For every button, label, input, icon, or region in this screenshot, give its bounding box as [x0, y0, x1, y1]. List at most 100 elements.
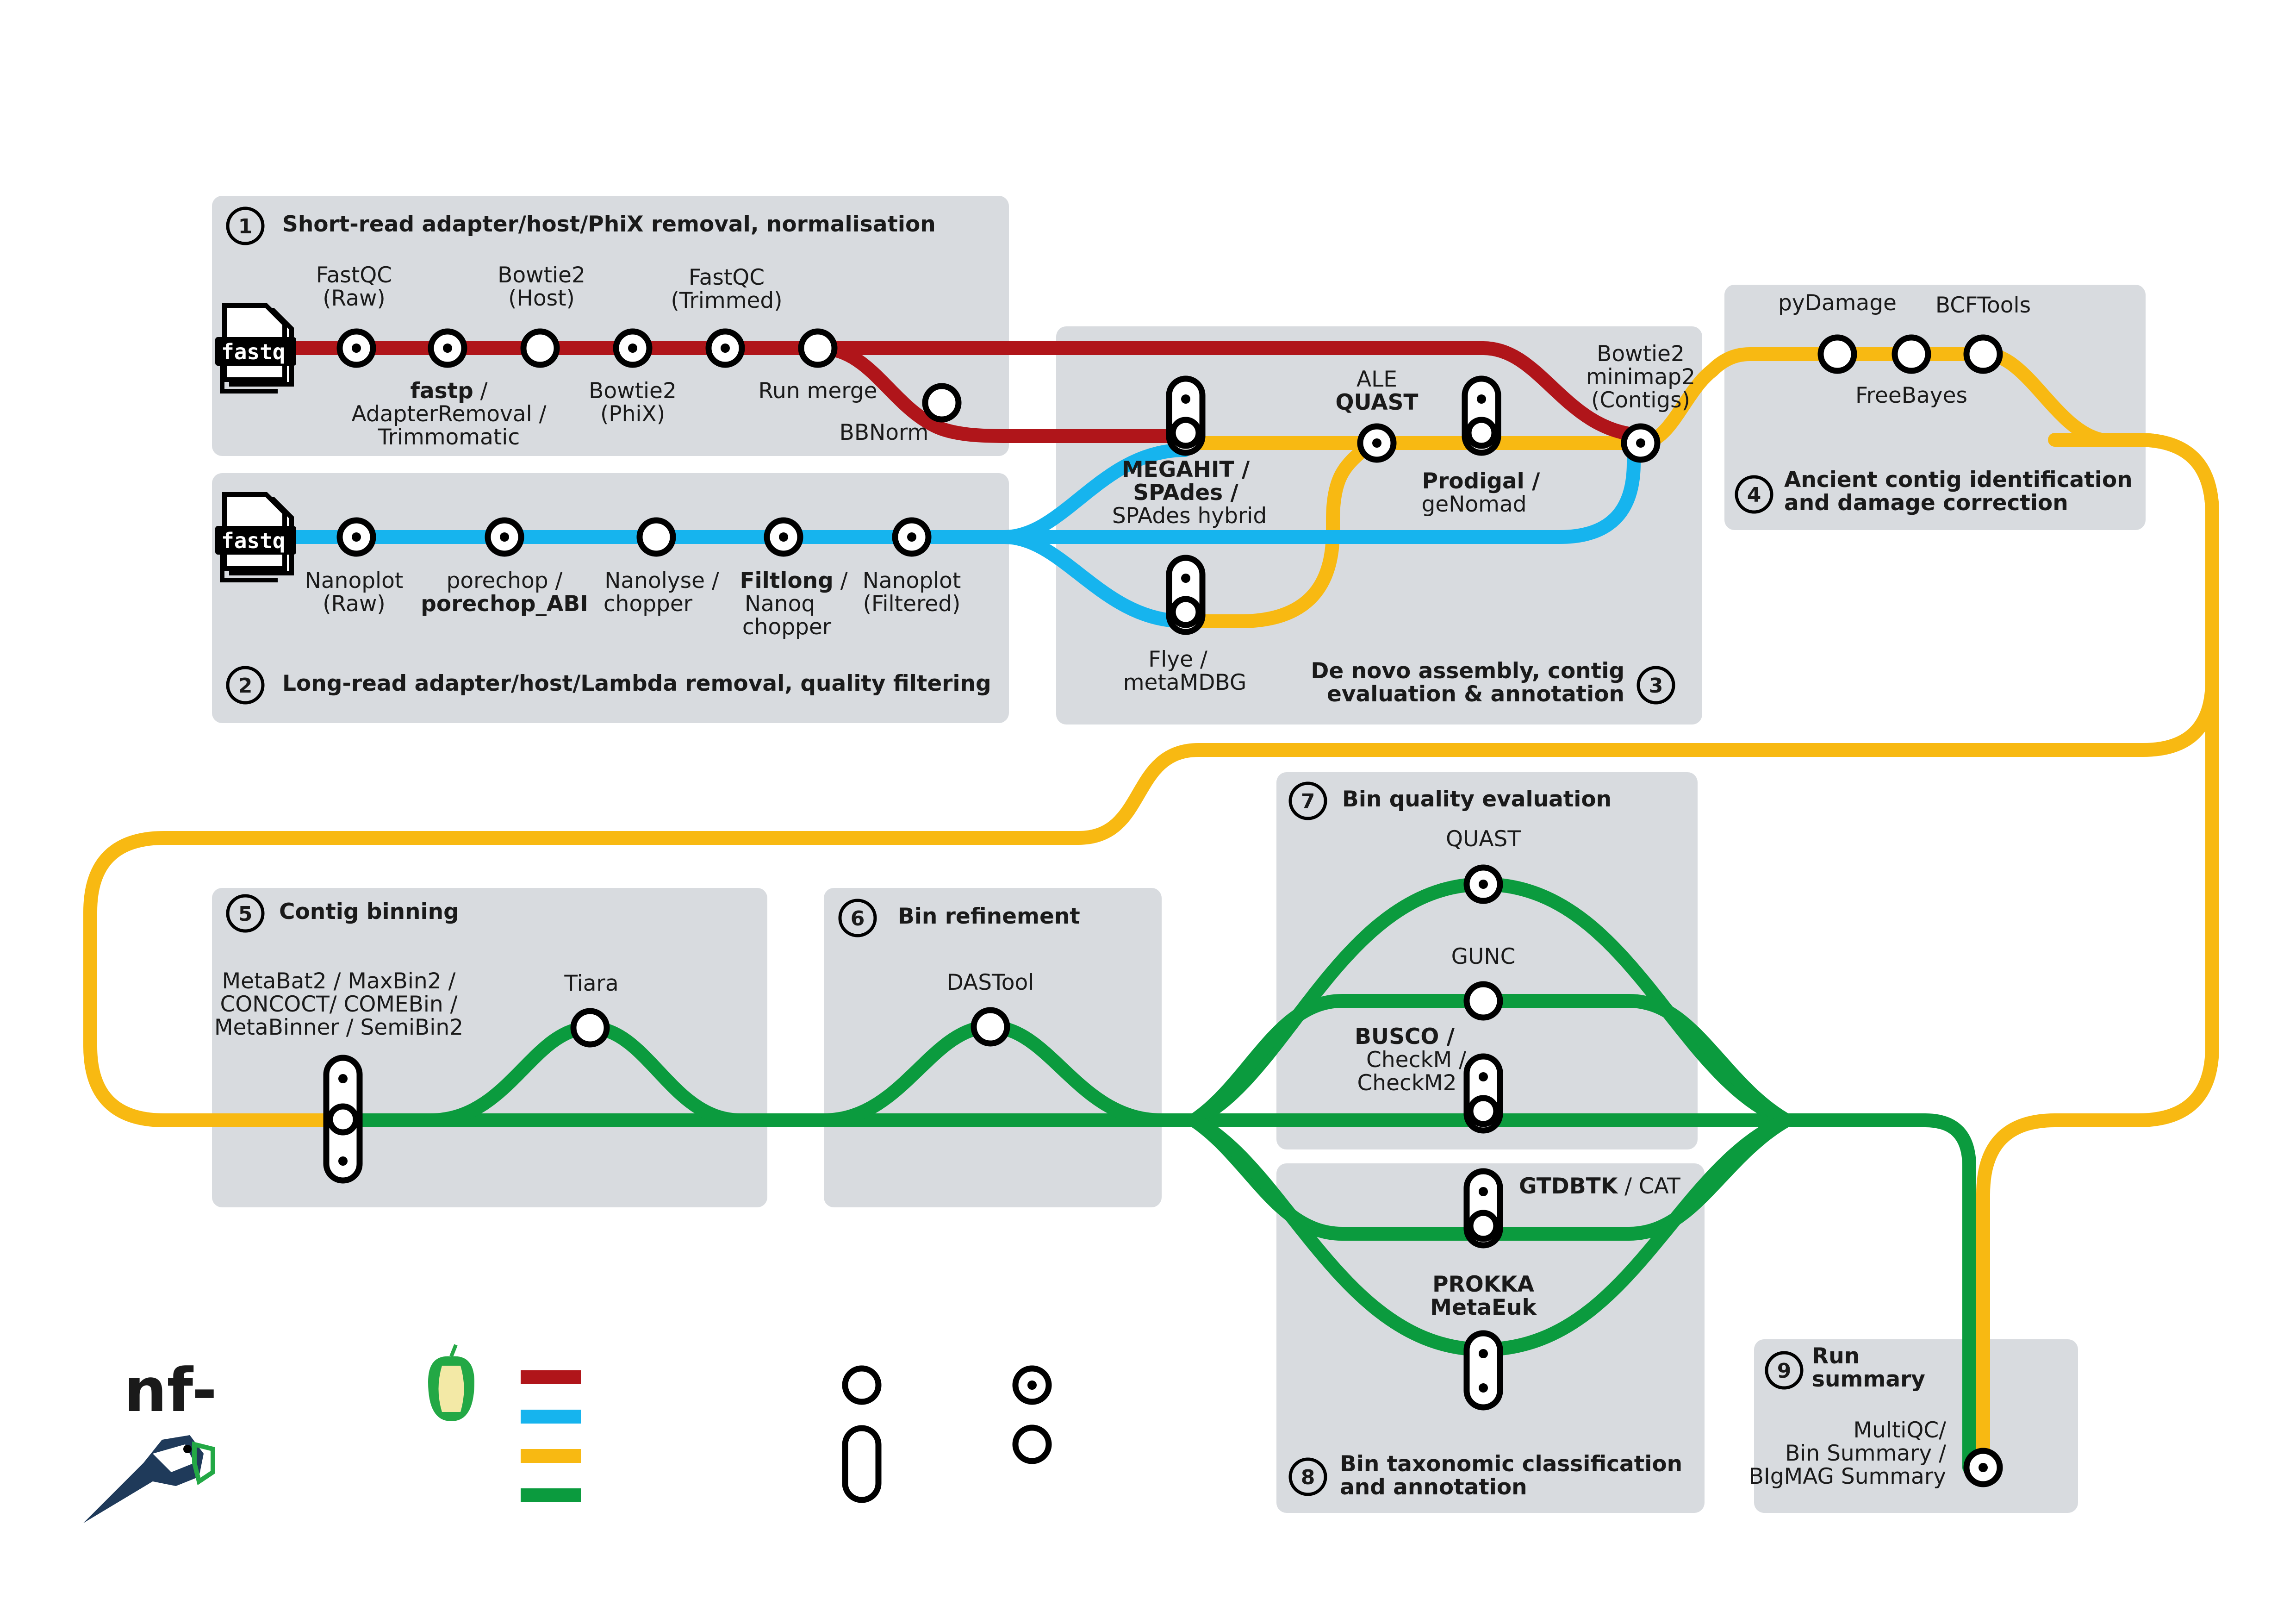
- panel-1-number: 1: [238, 215, 253, 238]
- station-nanoplot-filtered: [892, 517, 932, 557]
- label-run-merge: Run merge: [758, 378, 877, 404]
- panel-1-title: Short-read adapter/host/PhiX removal, no…: [282, 212, 936, 237]
- label-bcftools: BCFTools: [1935, 293, 2031, 318]
- label-filtlong-rest: /: [834, 568, 848, 593]
- panel-6-number: 6: [851, 907, 865, 931]
- station-prokka: [1463, 1330, 1503, 1411]
- label-bowtie2-contigs-3: (Contigs): [1591, 387, 1690, 413]
- station-bcftools: [1963, 334, 2003, 374]
- panel-8-title-line-2: and annotation: [1340, 1474, 1527, 1500]
- label-quast-bins: QUAST: [1446, 826, 1521, 852]
- label-filtlong-3: chopper: [742, 614, 832, 640]
- label-tiara: Tiara: [564, 971, 618, 996]
- label-nanolyse-2: chopper: [604, 591, 693, 617]
- panel-4-title-line-2: and damage correction: [1784, 490, 2068, 516]
- station-pydamage: [1817, 334, 1857, 374]
- station-dastool: [971, 1007, 1010, 1047]
- station-fastqc-raw: [336, 328, 376, 368]
- legend-station-plain-2: [1012, 1424, 1052, 1464]
- station-ale-quast: [1357, 423, 1397, 463]
- station-bowtie2-contigs: [1621, 423, 1661, 463]
- label-nanoplot-filtered-1: Nanoplot: [863, 568, 961, 593]
- label-freebayes: FreeBayes: [1855, 383, 1967, 408]
- station-fastp: [428, 328, 467, 368]
- panel-3-title-line-1: De novo assembly, contig: [1311, 658, 1624, 684]
- panel-2-title: Long-read adapter/host/Lambda removal, q…: [282, 671, 991, 696]
- station-gunc: [1463, 981, 1503, 1021]
- station-run-merge: [798, 328, 838, 368]
- fastq-label-2: fastq: [221, 528, 285, 553]
- label-busco-2: CheckM /: [1366, 1047, 1466, 1073]
- label-multiqc-2: Bin Summary /: [1785, 1441, 1946, 1466]
- label-binners-1: MetaBat2 / MaxBin2 /: [222, 968, 456, 994]
- label-multiqc-1: MultiQC/: [1853, 1418, 1946, 1443]
- label-quast: QUAST: [1336, 390, 1419, 415]
- label-flye-2: metaMDBG: [1123, 670, 1247, 695]
- label-pydamage: pyDamage: [1778, 290, 1897, 316]
- nf-core-logo: nf-: [83, 1355, 217, 1523]
- legend-assembly-swatch: [521, 1449, 581, 1463]
- panel-7-number: 7: [1301, 790, 1315, 813]
- station-labels: FastQC (Raw) Bowtie2 (Host) FastQC (Trim…: [214, 262, 2031, 1489]
- label-binners-3: MetaBinner / SemiBin2: [214, 1015, 463, 1040]
- label-nanoplot-raw-2: (Raw): [323, 591, 386, 617]
- assembly-line-branch: [1976, 433, 2219, 1474]
- label-bowtie2-contigs-1: Bowtie2: [1597, 341, 1685, 367]
- station-fastqc-trimmed: [705, 328, 745, 368]
- label-filtlong-1: Filtlong /: [740, 568, 847, 593]
- station-binners: [323, 1055, 363, 1184]
- panel-9-title-line-1: Run: [1812, 1343, 1860, 1369]
- station-bbnorm: [922, 383, 962, 423]
- legend-station-dotted: [1012, 1365, 1052, 1405]
- station-flye: [1166, 555, 1206, 635]
- apple-icon: [428, 1344, 474, 1421]
- label-gunc: GUNC: [1451, 944, 1516, 969]
- stations: [323, 328, 2003, 1487]
- panel-3-number: 3: [1649, 674, 1663, 698]
- label-prokka-1: PROKKA: [1432, 1272, 1534, 1297]
- panel-3-title-line-2: evaluation & annotation: [1327, 681, 1624, 707]
- label-gtdbtk-rest: / CAT: [1618, 1174, 1680, 1199]
- label-flye-1: Flye /: [1148, 647, 1207, 672]
- label-fastp-2: AdapterRemoval /: [352, 401, 547, 427]
- station-filtlong: [764, 517, 803, 557]
- nf-logo-text: nf-: [124, 1355, 217, 1425]
- label-fastp-bold: fastp: [410, 378, 473, 404]
- label-megahit-3: SPAdes hybrid: [1112, 503, 1267, 529]
- label-fastqc-raw-1: FastQC: [316, 262, 392, 288]
- station-multiqc: [1963, 1448, 2003, 1487]
- label-prokka-2: MetaEuk: [1430, 1295, 1537, 1320]
- legend-short-read-swatch: [521, 1370, 581, 1384]
- fastq-file-icon-2: fastq: [215, 492, 296, 582]
- panel-5-number: 5: [238, 902, 253, 926]
- fastq-label-1: fastq: [221, 339, 285, 364]
- panel-1: [212, 196, 1009, 456]
- label-nanoplot-raw-1: Nanoplot: [305, 568, 404, 593]
- panel-9-number: 9: [1777, 1359, 1792, 1383]
- label-fastp-rest: /: [473, 378, 488, 404]
- panel-6-title: Bin refinement: [898, 904, 1080, 929]
- label-binners-2: CONCOCT/ COMEBin /: [220, 992, 457, 1017]
- label-nanolyse-1: Nanolyse /: [604, 568, 719, 593]
- station-busco: [1463, 1053, 1503, 1134]
- panel-5-title: Contig binning: [279, 899, 459, 924]
- label-fastp-1: fastp /: [410, 378, 487, 404]
- panel-5: [212, 888, 767, 1207]
- station-quast-bins: [1463, 864, 1503, 904]
- label-bowtie2-host-1: Bowtie2: [498, 262, 585, 288]
- fastq-file-icon-1: fastq: [215, 303, 296, 394]
- legend-long-read-swatch: [521, 1410, 581, 1424]
- station-megahit: [1166, 375, 1206, 456]
- panel-2-number: 2: [238, 674, 253, 698]
- panel-7-title: Bin quality evaluation: [1342, 787, 1612, 812]
- binning-gunc: [1187, 994, 1793, 1127]
- label-bowtie2-contigs-2: minimap2: [1586, 364, 1695, 390]
- panel-7: [1276, 772, 1698, 1149]
- label-porechop-1: porechop /: [447, 568, 563, 593]
- label-bowtie2-host-2: (Host): [508, 286, 575, 311]
- label-bbnorm: BBNorm: [840, 420, 929, 445]
- legend-station-double: [842, 1425, 882, 1503]
- label-gtdbtk-bold: GTDBTK: [1519, 1174, 1618, 1199]
- panel-6: [824, 888, 1162, 1207]
- label-busco-3: CheckM2: [1357, 1070, 1456, 1096]
